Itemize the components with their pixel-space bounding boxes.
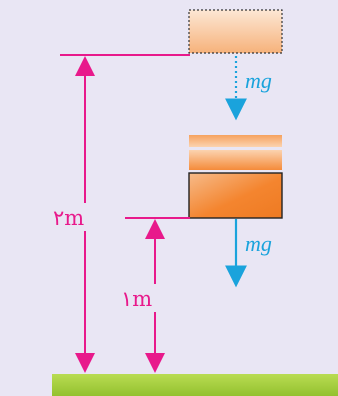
block-lower-position — [188, 172, 283, 219]
weight-label-top: mg — [245, 68, 272, 93]
height-label-tall-bg — [52, 203, 86, 231]
height-label-tall: ٢m — [53, 206, 84, 230]
motion-band-upper — [189, 135, 282, 147]
ground — [52, 374, 338, 396]
motion-band-lower — [189, 150, 282, 170]
block-initial-position — [188, 9, 283, 54]
height-label-short: ١m — [121, 287, 152, 311]
height-label-short-bg — [120, 284, 156, 312]
weight-label-bottom: mg — [245, 231, 272, 256]
